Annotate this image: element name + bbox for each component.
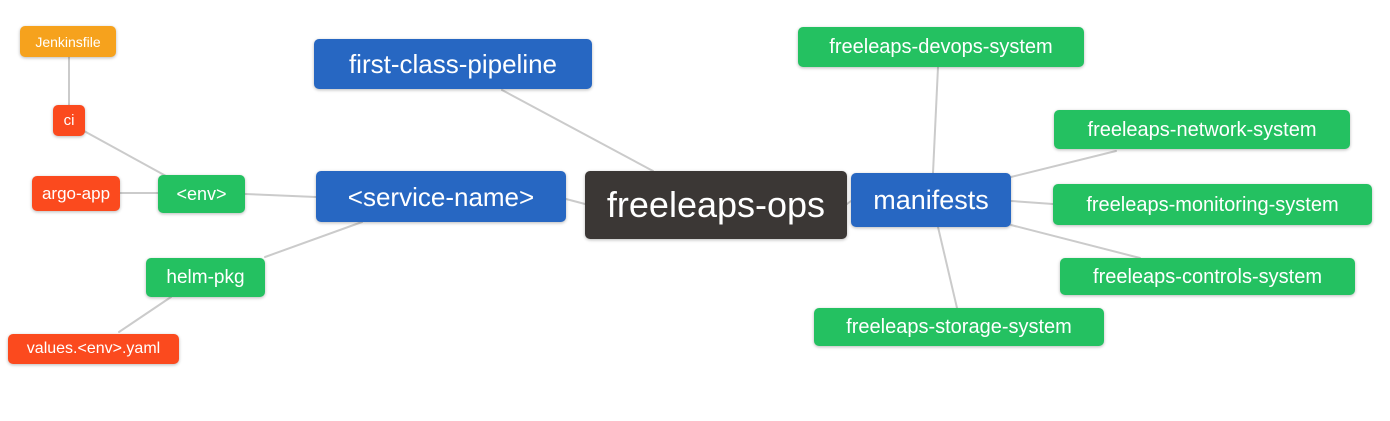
edge-manifests--freeleaps-controls-system: [1010, 224, 1141, 259]
node-argo-app[interactable]: argo-app: [32, 176, 120, 211]
node-freeleaps-ops[interactable]: freeleaps-ops: [585, 171, 847, 239]
node-values-env-yaml[interactable]: values.<env>.yaml: [8, 334, 179, 364]
edge-first-class-pipeline--freeleaps-ops: [501, 89, 654, 172]
node-freeleaps-controls-system[interactable]: freeleaps-controls-system: [1060, 258, 1355, 295]
edge-manifests--freeleaps-network-system: [1010, 150, 1117, 178]
node-freeleaps-storage-system[interactable]: freeleaps-storage-system: [814, 308, 1104, 346]
node-first-class-pipeline[interactable]: first-class-pipeline: [314, 39, 592, 89]
node-manifests[interactable]: manifests: [851, 173, 1011, 227]
edge-manifests--freeleaps-monitoring-system: [1010, 200, 1054, 205]
node-ci[interactable]: ci: [53, 105, 85, 136]
node-env[interactable]: <env>: [158, 175, 245, 213]
edge-env--service-name: [244, 193, 317, 198]
edge-freeleaps-ops--manifests: [846, 200, 852, 205]
node-jenkinsfile[interactable]: Jenkinsfile: [20, 26, 116, 57]
node-freeleaps-network-system[interactable]: freeleaps-network-system: [1054, 110, 1350, 149]
node-freeleaps-devops-system[interactable]: freeleaps-devops-system: [798, 27, 1084, 67]
edge-ci--env: [83, 130, 167, 177]
edge-manifests--freeleaps-devops-system: [932, 66, 939, 174]
node-helm-pkg[interactable]: helm-pkg: [146, 258, 265, 297]
edge-values-env-yaml--helm-pkg: [118, 296, 172, 333]
node-service-name[interactable]: <service-name>: [316, 171, 566, 222]
edge-helm-pkg--service-name: [264, 221, 363, 258]
node-freeleaps-monitoring-system[interactable]: freeleaps-monitoring-system: [1053, 184, 1372, 225]
edge-service-name--freeleaps-ops: [565, 198, 586, 205]
edge-manifests--freeleaps-storage-system: [937, 226, 958, 309]
